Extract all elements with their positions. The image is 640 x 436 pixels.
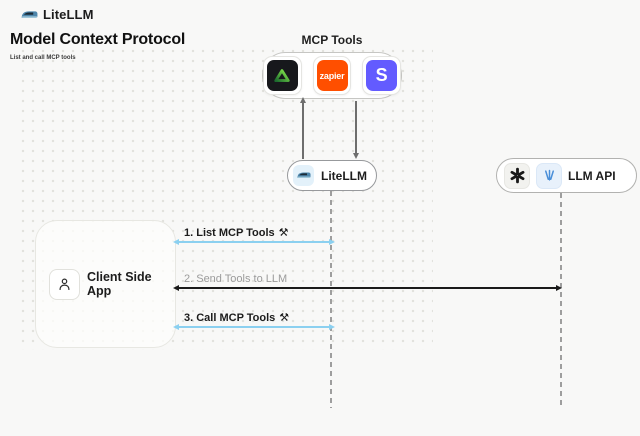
arrow-litellm-to-mcp	[299, 97, 306, 159]
message-3-arrow	[173, 323, 335, 330]
arrow-mcp-to-litellm	[352, 101, 359, 159]
litellm-node-label: LiteLLM	[321, 168, 367, 183]
page-title: Model Context Protocol	[10, 31, 186, 48]
zapier-icon: zapier	[316, 60, 348, 91]
litellm-train-icon	[293, 165, 314, 186]
litellm-lifeline	[330, 191, 332, 408]
tools-icon: ⚒	[279, 311, 290, 324]
message-1-arrow	[173, 238, 335, 245]
message-1-label: 1. List MCP Tools ⚒	[184, 226, 289, 239]
llm-api-lifeline	[560, 193, 562, 408]
message-3-label: 3. Call MCP Tools ⚒	[184, 311, 290, 324]
litellm-train-icon	[21, 10, 38, 18]
mcp-tools-node: zapier S	[262, 52, 402, 99]
brand: LiteLLM	[20, 7, 94, 22]
llm-api-node-label: LLM API	[568, 168, 616, 183]
blue-model-icon	[536, 162, 562, 189]
message-2-arrow	[173, 284, 562, 291]
person-icon	[49, 268, 80, 300]
llm-api-node: LLM API	[496, 158, 637, 193]
mcp-tools-label: MCP Tools	[301, 33, 363, 47]
tool-card: zapier	[312, 56, 352, 95]
openai-icon	[504, 162, 530, 189]
client-side-app-label: Client Side App	[87, 270, 152, 298]
brand-name: LiteLLM	[43, 7, 94, 22]
litellm-node: LiteLLM	[287, 160, 377, 191]
tools-icon: ⚒	[278, 226, 289, 239]
page-subtitle: List and call MCP tools	[10, 55, 76, 61]
green-triangle-icon	[266, 60, 298, 91]
client-side-app-node: Client Side App	[35, 220, 176, 348]
message-2-label: 2. Send Tools to LLM	[184, 273, 288, 285]
tool-card: S	[362, 56, 402, 95]
stripe-icon: S	[366, 60, 398, 91]
tool-card	[263, 56, 302, 95]
